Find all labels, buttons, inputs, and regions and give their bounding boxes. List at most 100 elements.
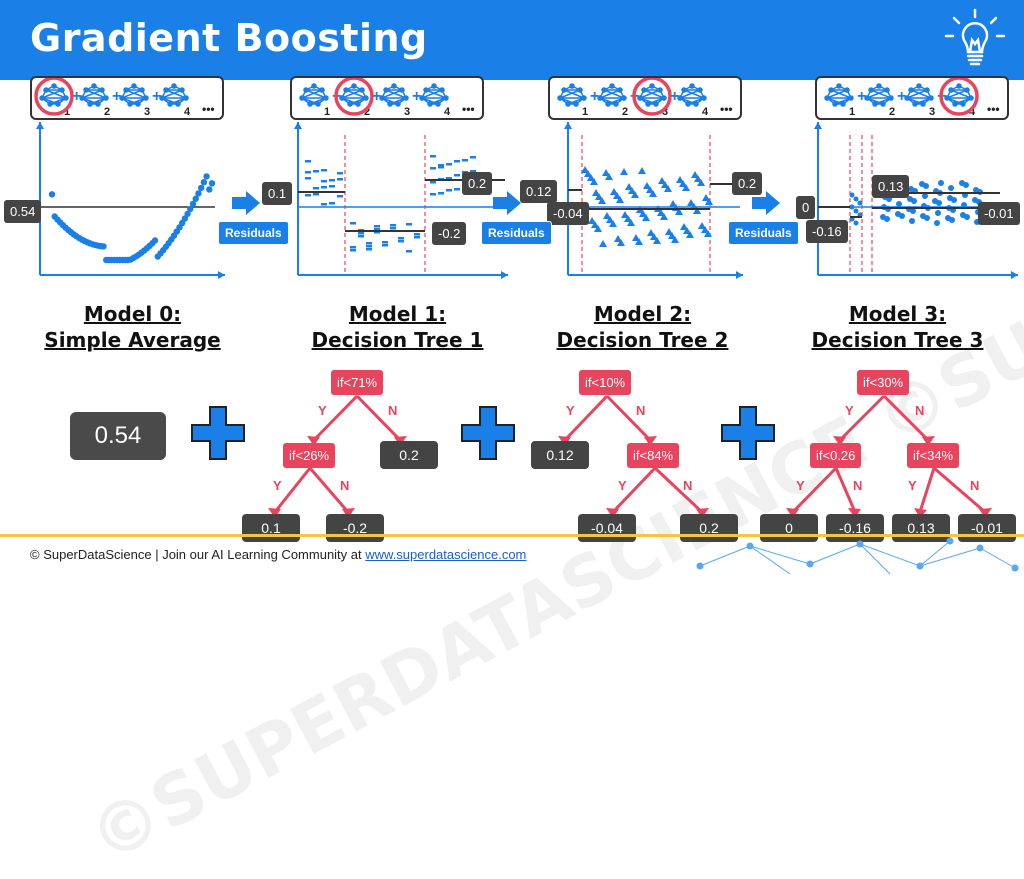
plot2-label-b: -0.04 bbox=[547, 202, 589, 225]
plot1-mark bbox=[350, 246, 356, 249]
plot1-y-arrow bbox=[294, 122, 302, 129]
model-index-label: 2 bbox=[622, 106, 628, 118]
plot3-point bbox=[849, 192, 855, 198]
plot1-mark bbox=[329, 179, 335, 182]
plot2-point bbox=[594, 225, 602, 232]
neural-network-icon bbox=[677, 83, 707, 107]
plot0-x-arrow bbox=[218, 271, 225, 279]
tree3-no-label-2: N bbox=[853, 478, 863, 493]
tree1-left-node: if<26% bbox=[283, 443, 336, 468]
plus-icon bbox=[461, 406, 515, 460]
plot2-point bbox=[675, 208, 683, 215]
plot1-mark bbox=[366, 242, 372, 245]
plot2-point bbox=[686, 231, 694, 238]
plot3-point bbox=[922, 193, 928, 199]
tree1-leaf-ll: 0.1 bbox=[242, 514, 300, 542]
plot0-point bbox=[151, 237, 159, 244]
neural-network-icon bbox=[419, 83, 449, 107]
plot1-mark bbox=[382, 244, 388, 247]
tree1-right-leaf: 0.2 bbox=[380, 441, 438, 469]
tree2-yes-label: Y bbox=[566, 403, 575, 418]
plus-sign: + bbox=[112, 88, 121, 105]
footer-link[interactable]: www.superdatascience.com bbox=[365, 547, 527, 562]
tree1-root-node: if<71% bbox=[331, 370, 384, 395]
network-decoration bbox=[696, 537, 1019, 575]
plot2-point bbox=[606, 216, 614, 223]
plot3-point bbox=[919, 181, 925, 187]
plot2-point bbox=[613, 192, 621, 199]
plot3-label-a: 0 bbox=[796, 196, 816, 219]
plus-icon bbox=[721, 406, 775, 460]
plot1-mark bbox=[305, 177, 311, 180]
model-index-label: 1 bbox=[582, 106, 588, 118]
tree3-root-node: if<30% bbox=[857, 370, 910, 395]
tree2-root-node: if<10% bbox=[579, 370, 632, 395]
residual-arrow-icon bbox=[232, 191, 260, 215]
plot1-mark bbox=[390, 224, 396, 227]
tree2-no-label: N bbox=[636, 403, 646, 418]
plot0-y-arrow bbox=[36, 122, 44, 129]
neural-network-icon bbox=[824, 83, 854, 107]
plot1-mark bbox=[305, 160, 311, 163]
plot1-mark bbox=[366, 245, 372, 248]
plot3-point bbox=[853, 208, 859, 214]
plot3-point bbox=[895, 211, 901, 217]
ellipsis-label: ••• bbox=[462, 102, 475, 116]
tree1-yes-label: Y bbox=[318, 403, 327, 418]
residual-arrow-icon bbox=[752, 191, 780, 215]
plot0-point bbox=[197, 184, 205, 192]
plot0-point bbox=[203, 173, 210, 180]
model-index-label: 4 bbox=[184, 106, 191, 118]
tree3-yes-label-2: Y bbox=[796, 478, 805, 493]
plot2-y-arrow bbox=[564, 122, 572, 129]
plot2-point bbox=[631, 191, 639, 198]
plot2-point bbox=[650, 233, 658, 240]
plot1-mark bbox=[313, 193, 319, 196]
plot1-mark bbox=[438, 164, 444, 167]
plot1-mark bbox=[406, 250, 412, 253]
model-index-label: 3 bbox=[144, 106, 150, 118]
highlight-circle bbox=[334, 78, 374, 116]
plot2-point bbox=[705, 198, 713, 205]
plot1-mark bbox=[438, 192, 444, 195]
plot1-mark bbox=[414, 236, 420, 239]
plot0-point bbox=[48, 191, 56, 198]
plot1-mark bbox=[329, 185, 335, 188]
plot1-mark bbox=[337, 178, 343, 181]
tree3-yes-label-3: Y bbox=[908, 478, 917, 493]
plot3-point bbox=[880, 214, 886, 220]
plot3-point bbox=[973, 187, 979, 193]
tree3-right-node: if<34% bbox=[907, 443, 960, 468]
neural-network-icon bbox=[637, 83, 667, 107]
lightbulb-icon bbox=[944, 8, 1006, 66]
neural-network-icon bbox=[119, 83, 149, 107]
model-index-label: 4 bbox=[969, 106, 976, 118]
plot1-mark bbox=[374, 228, 380, 231]
model-index-label: 1 bbox=[324, 106, 330, 118]
plot2-point bbox=[643, 182, 651, 189]
plot1-mark bbox=[454, 188, 460, 191]
plot1-label-b: 0.2 bbox=[462, 172, 493, 195]
plot0-average-label: 0.54 bbox=[4, 200, 42, 223]
plot2-point bbox=[614, 235, 622, 242]
tree1-no-label: N bbox=[388, 403, 398, 418]
ellipsis-label: ••• bbox=[202, 102, 215, 116]
plot1-mark bbox=[337, 172, 343, 175]
plot2-point bbox=[682, 184, 690, 191]
plot1-mark bbox=[398, 237, 404, 240]
plot2-point bbox=[628, 187, 636, 194]
neural-network-icon bbox=[864, 83, 894, 107]
plot2-point bbox=[598, 197, 606, 204]
plot2-point bbox=[591, 221, 599, 228]
plot1-mark bbox=[414, 233, 420, 236]
plot3-point bbox=[934, 220, 940, 226]
model-index-label: 3 bbox=[404, 106, 410, 118]
plot2-point bbox=[592, 189, 600, 196]
plot2-point bbox=[680, 223, 688, 230]
plot1-mark bbox=[374, 225, 380, 228]
neural-network-icon bbox=[557, 83, 587, 107]
plot3-label-c: -0.16 bbox=[806, 220, 848, 243]
